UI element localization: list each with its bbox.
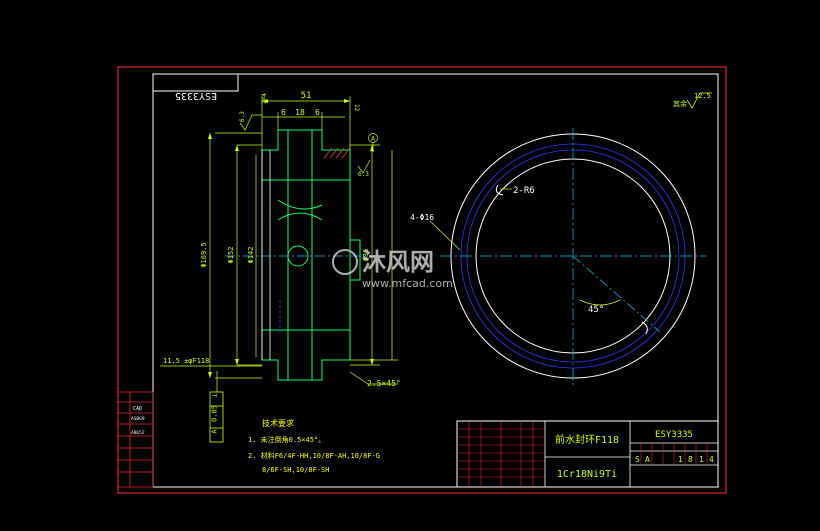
scale-cell-7: 1 — [699, 455, 704, 464]
roughness-left: 6.3 — [239, 111, 246, 122]
dim-width-6-right: 6 — [315, 108, 320, 117]
general-roughness: 其余 12.5 — [673, 92, 712, 109]
part-name: 前水封环F118 — [555, 433, 619, 446]
tolerance-datum: A — [211, 429, 219, 434]
watermark-url: www.mfcad.com — [362, 277, 453, 290]
dim-diameter-142: Φ142 — [247, 247, 255, 264]
sheet-inner-border — [152, 73, 719, 488]
scale-cell-8: 4 — [709, 455, 714, 464]
dim-width-18: 18 — [295, 108, 305, 117]
dim-diameter-169: Φ169.5 — [200, 242, 208, 267]
title-block: 前水封环F118 1Cr18Ni9Ti ESY3335 S A 1 8 1 4 — [456, 420, 719, 488]
scale-cell-6: 8 — [688, 455, 693, 464]
datum-label: A — [371, 136, 375, 143]
part-code: ESY3335 — [655, 430, 693, 440]
angle-label: 45° — [588, 305, 604, 315]
dim-width-6-left: 6 — [281, 108, 286, 117]
dim-diameter-right: Φ36 — [362, 249, 370, 262]
dim-width-51: 51 — [301, 91, 312, 101]
side-table — [117, 391, 154, 488]
leader-note: 11.5 ±φF118 — [163, 357, 209, 365]
dim-top-left: 2×4 — [261, 93, 268, 104]
chamfer-label: 2.5×45° — [367, 379, 401, 388]
side-table-cell-3: A8652 — [131, 430, 145, 436]
drawing-number-box: ESY3335 — [152, 73, 239, 101]
side-table-cell-1: CAD — [133, 406, 142, 412]
scale-cell-5: 1 — [678, 455, 683, 464]
roughness-prefix: 其余 — [673, 99, 687, 108]
section-view: 51 18 6 6 2×4 12 Φ169.5 Φ152 Φ142 Φ36 6.… — [160, 91, 401, 443]
roughness-right: 6.3 — [358, 171, 369, 178]
roughness-value: 12.5 — [694, 92, 711, 100]
side-table-cell-2: ASBG9 — [131, 416, 145, 422]
tech-line-3: 8/6F-SH,10/8F-SH — [262, 466, 329, 474]
watermark: 沐风网 www.mfcad.com — [332, 248, 453, 290]
tech-line-2: 2. 材料F6/4F-HH,10/8F-AH,10/8F-G — [248, 451, 380, 460]
tolerance-value: 0.05 — [211, 405, 219, 422]
tolerance-frame: ⊥ 0.05 A — [209, 391, 224, 443]
watermark-brand: 沐风网 — [362, 248, 434, 276]
dim-top-right: 12 — [353, 104, 360, 112]
dim-diameter-152: Φ152 — [227, 247, 235, 264]
sheet-outer-frame — [117, 66, 727, 494]
material: 1Cr18Ni9Ti — [557, 469, 617, 480]
scale-cell-2: A — [645, 455, 650, 464]
slot-label: 2-R6 — [513, 186, 535, 196]
tech-requirements: 技术要求 1. 未注倒角0.5×45°。 2. 材料F6/4F-HH,10/8F… — [248, 418, 380, 474]
tech-title: 技术要求 — [262, 418, 294, 428]
drawing-number-mirrored: ESY3335 — [175, 90, 217, 101]
front-view: 2-R6 4-Φ16 45° — [410, 128, 706, 386]
tech-line-1: 1. 未注倒角0.5×45°。 — [248, 435, 325, 444]
holes-label: 4-Φ16 — [410, 213, 434, 222]
scale-cell-1: S — [635, 455, 640, 464]
tolerance-symbol: ⊥ — [211, 393, 219, 397]
